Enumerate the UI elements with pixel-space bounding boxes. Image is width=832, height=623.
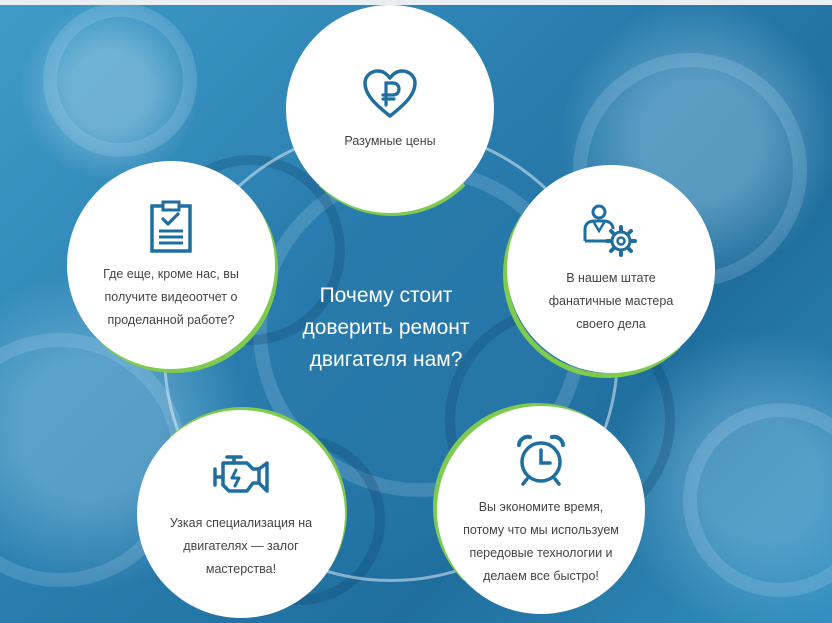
feature-text: Узкая специализация на — [169, 515, 313, 530]
feature-text: фанатичные мастера — [548, 293, 674, 308]
feature-text: Разумные цены — [344, 133, 436, 148]
feature-card-masters: В нашем штате фанатичные мастера своего … — [507, 165, 715, 373]
feature-text: получите видеоотчет о — [104, 289, 238, 304]
feature-text: В нашем штате — [566, 270, 656, 285]
top-border — [0, 0, 832, 5]
feature-text: своего дела — [576, 316, 646, 331]
accent-arc — [503, 170, 711, 378]
headline-line: двигателя нам? — [309, 348, 463, 371]
headline-line: Почему стоит — [319, 284, 453, 307]
section-headline: Почему стоит доверить ремонт двигателя н… — [286, 280, 486, 376]
feature-card-specialization: Узкая специализация на двигателях — зало… — [137, 410, 345, 618]
feature-text: Где еще, кроме нас, вы — [103, 266, 239, 281]
headline-line: доверить ремонт — [302, 316, 470, 339]
accent-arc — [70, 165, 278, 373]
engine-icon — [211, 448, 271, 504]
feature-text: потому что мы используем — [463, 523, 619, 537]
feature-text: Вы экономите время, — [478, 500, 604, 514]
accent-arc — [433, 403, 641, 611]
heart-ruble-icon — [360, 66, 420, 122]
feature-card-speed: Вы экономите время, потому что мы исполь… — [437, 406, 645, 614]
user-gear-icon — [581, 203, 641, 259]
feature-text: передовые технологии и — [469, 546, 613, 560]
feature-card-video-report: Где еще, кроме нас, вы получите видеоотч… — [67, 161, 275, 369]
clipboard-check-icon — [141, 199, 201, 255]
feature-text: проделанной работе? — [107, 312, 235, 327]
feature-text: двигателях — залог — [183, 538, 299, 553]
feature-text: мастерства! — [205, 561, 277, 576]
feature-card-prices: Разумные цены — [286, 5, 494, 213]
feature-text: делаем все быстро! — [483, 569, 599, 583]
alarm-clock-icon — [511, 432, 571, 488]
accent-arc — [288, 8, 496, 216]
